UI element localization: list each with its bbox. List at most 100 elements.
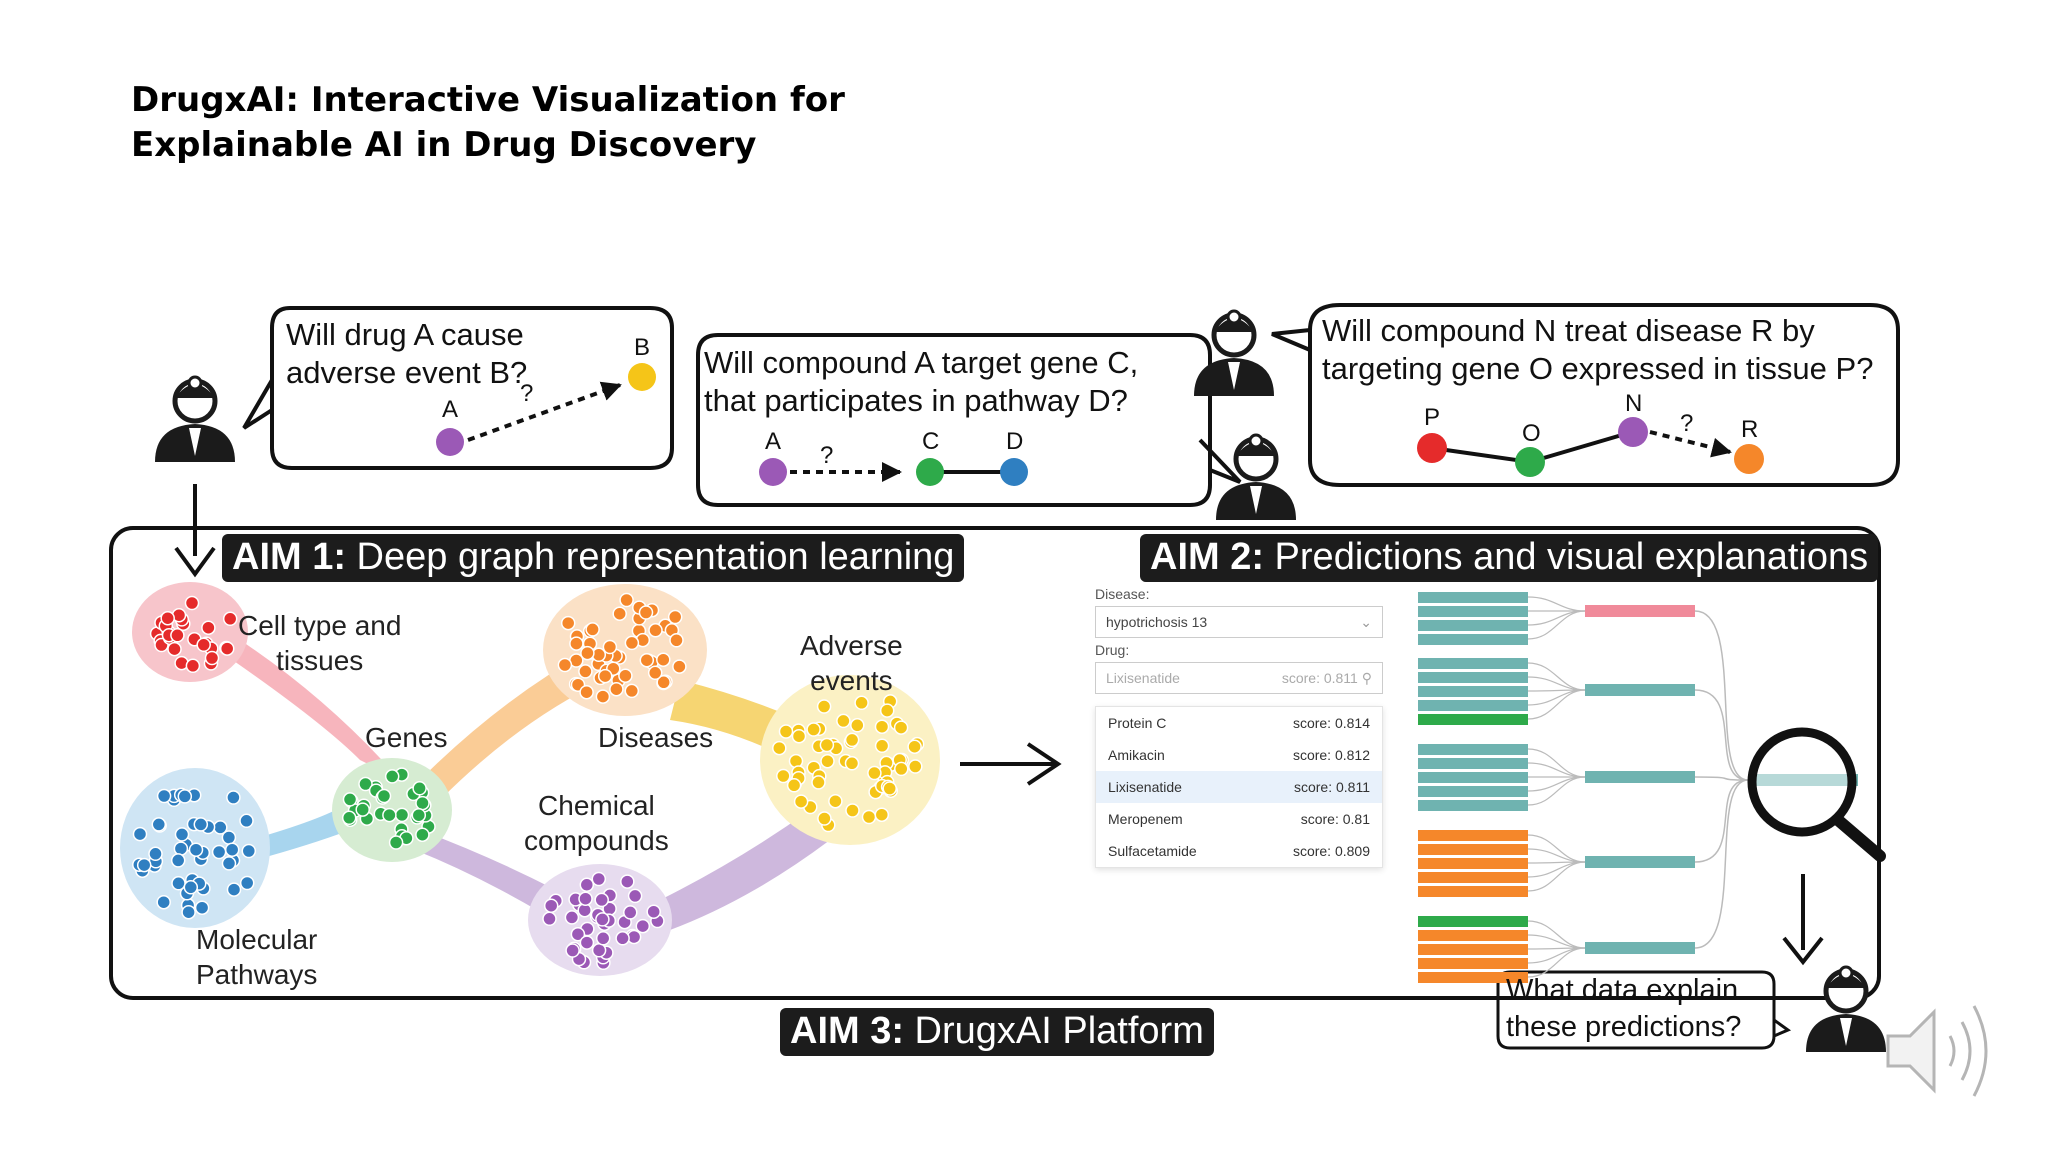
tree-link	[1527, 848, 1586, 863]
node-o-green	[1515, 447, 1545, 477]
cluster-dot	[646, 904, 661, 919]
cluster-dot	[196, 637, 211, 653]
magnifier-handle	[1832, 814, 1886, 862]
cluster-dot	[854, 695, 869, 711]
cluster-dot	[882, 781, 897, 796]
tree-hub-node	[1585, 684, 1695, 696]
cluster-dot	[656, 652, 671, 667]
cluster-dot	[173, 841, 189, 856]
cluster-label-chemical: Chemical compounds	[524, 788, 669, 858]
cluster-dot	[597, 668, 613, 684]
tree-leaf-node	[1418, 658, 1528, 669]
cluster-dot	[647, 665, 663, 681]
cluster-dot	[239, 875, 255, 891]
cluster-dot	[828, 793, 843, 809]
cluster-dot	[609, 681, 624, 697]
cluster-dot	[850, 718, 865, 733]
aim3-bold: AIM 3:	[790, 1010, 904, 1052]
cluster-dot	[585, 622, 600, 637]
result-score: score: 0.814	[1292, 715, 1370, 731]
cluster-dot	[174, 827, 190, 842]
cluster-dot	[595, 931, 611, 946]
cluster-dot	[624, 635, 640, 651]
page-title-line1: DrugxAI: Interactive Visualization for	[131, 80, 845, 120]
cluster-dot	[874, 719, 890, 734]
cluster-dot	[222, 611, 238, 627]
cluster-dot	[595, 689, 611, 704]
cluster-label-cells-line2: tissues	[276, 645, 364, 676]
bubble-3-text: Will compound N treat disease R by targe…	[1322, 312, 1873, 388]
cluster-dot	[618, 668, 633, 683]
tree-link	[1527, 861, 1586, 892]
cluster-dot	[148, 846, 163, 862]
disease-select[interactable]: hypotrichosis 13 ⌄	[1095, 606, 1383, 638]
cluster-label-cells-line1: Cell type and	[238, 610, 402, 641]
bubble-1-node-b-label: B	[634, 334, 651, 361]
cluster-dot	[791, 728, 807, 744]
speech-bubble-1	[242, 306, 674, 470]
cluster-dot	[579, 935, 595, 950]
tree-leaf-node	[1418, 972, 1528, 983]
disease-select-value: hypotrichosis 13	[1106, 614, 1208, 630]
cluster-dot	[786, 778, 802, 793]
tree-link	[1527, 834, 1586, 863]
bubble-3-node-r-label: R	[1741, 416, 1759, 443]
bubble-3-question-mark: ?	[1680, 410, 1694, 437]
cluster-dot	[820, 753, 835, 769]
bubble-1-text: Will drug A cause adverse event B?	[286, 316, 527, 392]
bubble-2-node-a-label: A	[765, 428, 782, 455]
bubble-2-text: Will compound A target gene C, that part…	[704, 344, 1138, 420]
cluster-dot	[639, 652, 655, 668]
cluster-dot	[867, 765, 882, 781]
speaker-icon[interactable]	[1886, 1005, 1988, 1097]
aim1-text: Deep graph representation learning	[346, 536, 955, 578]
connector-cells-genes	[218, 640, 400, 780]
cluster-dot	[226, 790, 241, 805]
cluster-dot	[845, 803, 860, 818]
cluster-dot	[591, 871, 607, 887]
cluster-dot	[776, 768, 791, 784]
aim2-text: Predictions and visual explanations	[1264, 536, 1869, 578]
cluster-dot	[669, 633, 684, 648]
cluster-dot	[185, 658, 201, 674]
cluster-dot	[151, 817, 167, 832]
cluster-dot	[211, 844, 227, 860]
cluster-dot	[382, 807, 397, 823]
bubble-2-question-mark: ?	[820, 442, 834, 469]
drug-search-input[interactable]: Lixisenatide score: 0.811 ⚲	[1095, 662, 1383, 694]
page-title: DrugxAI: Interactive Visualization for E…	[131, 78, 845, 168]
aim1-label: AIM 1: Deep graph representation learnin…	[222, 534, 965, 582]
bubble-2-node-d-label: D	[1006, 428, 1024, 455]
cluster-dot	[602, 639, 618, 655]
cluster-dot	[569, 636, 584, 651]
tree-link	[1527, 920, 1586, 949]
cluster-dot	[580, 645, 595, 661]
result-name: Sulfacetamide	[1108, 843, 1197, 859]
cluster-dot	[624, 683, 640, 699]
cluster-label-cells: Cell type and tissues	[238, 608, 401, 678]
cluster-dot	[648, 623, 663, 638]
cluster-dot	[170, 628, 185, 643]
cluster-dot	[156, 894, 171, 910]
cluster-dot	[183, 880, 199, 895]
drug-search-score-text: score: 0.811	[1281, 670, 1358, 686]
cluster-dot	[221, 856, 237, 871]
cluster-dot	[219, 641, 235, 656]
bubble-1-line1: Will drug A cause	[286, 317, 524, 352]
tree-leaf-node	[1418, 844, 1528, 855]
arrow-right-aim2	[1026, 742, 1062, 786]
tree-leaf-node	[1418, 744, 1528, 755]
search-icon: ⚲	[1361, 670, 1372, 686]
tree-link	[1527, 762, 1586, 778]
cluster-dot	[170, 853, 186, 868]
cluster-dot	[627, 888, 643, 904]
cluster-dot	[817, 811, 832, 826]
cluster-dot	[388, 835, 404, 850]
node-a2-purple	[759, 458, 787, 486]
